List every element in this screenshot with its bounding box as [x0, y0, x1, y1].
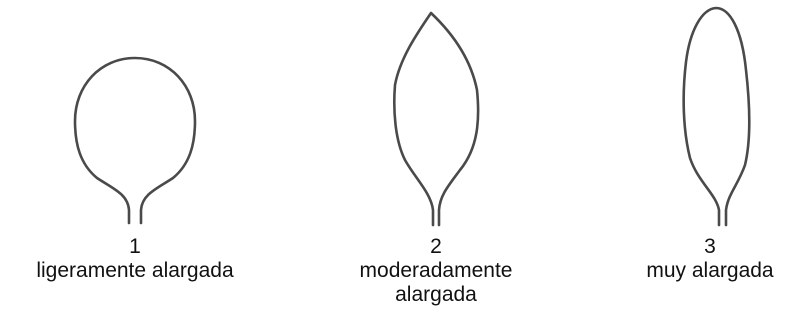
- leaf-3-outline: [684, 8, 750, 225]
- leaf-1-label: 1 ligeramente alargada: [20, 235, 250, 283]
- leaf-3-description: muy alargada: [620, 259, 800, 283]
- leaf-2-number: 2: [336, 235, 536, 259]
- leaf-1-number: 1: [20, 235, 250, 259]
- leaf-1-description: ligeramente alargada: [20, 259, 250, 283]
- leaf-2-description: moderadamente alargada: [336, 259, 536, 307]
- leaf-3-label: 3 muy alargada: [620, 235, 800, 283]
- leaf-1-outline: [75, 58, 195, 223]
- leaf-outlines: [0, 0, 802, 235]
- leaf-3-number: 3: [620, 235, 800, 259]
- leaf-2-label: 2 moderadamente alargada: [336, 235, 536, 307]
- leaf-2-outline: [394, 13, 478, 225]
